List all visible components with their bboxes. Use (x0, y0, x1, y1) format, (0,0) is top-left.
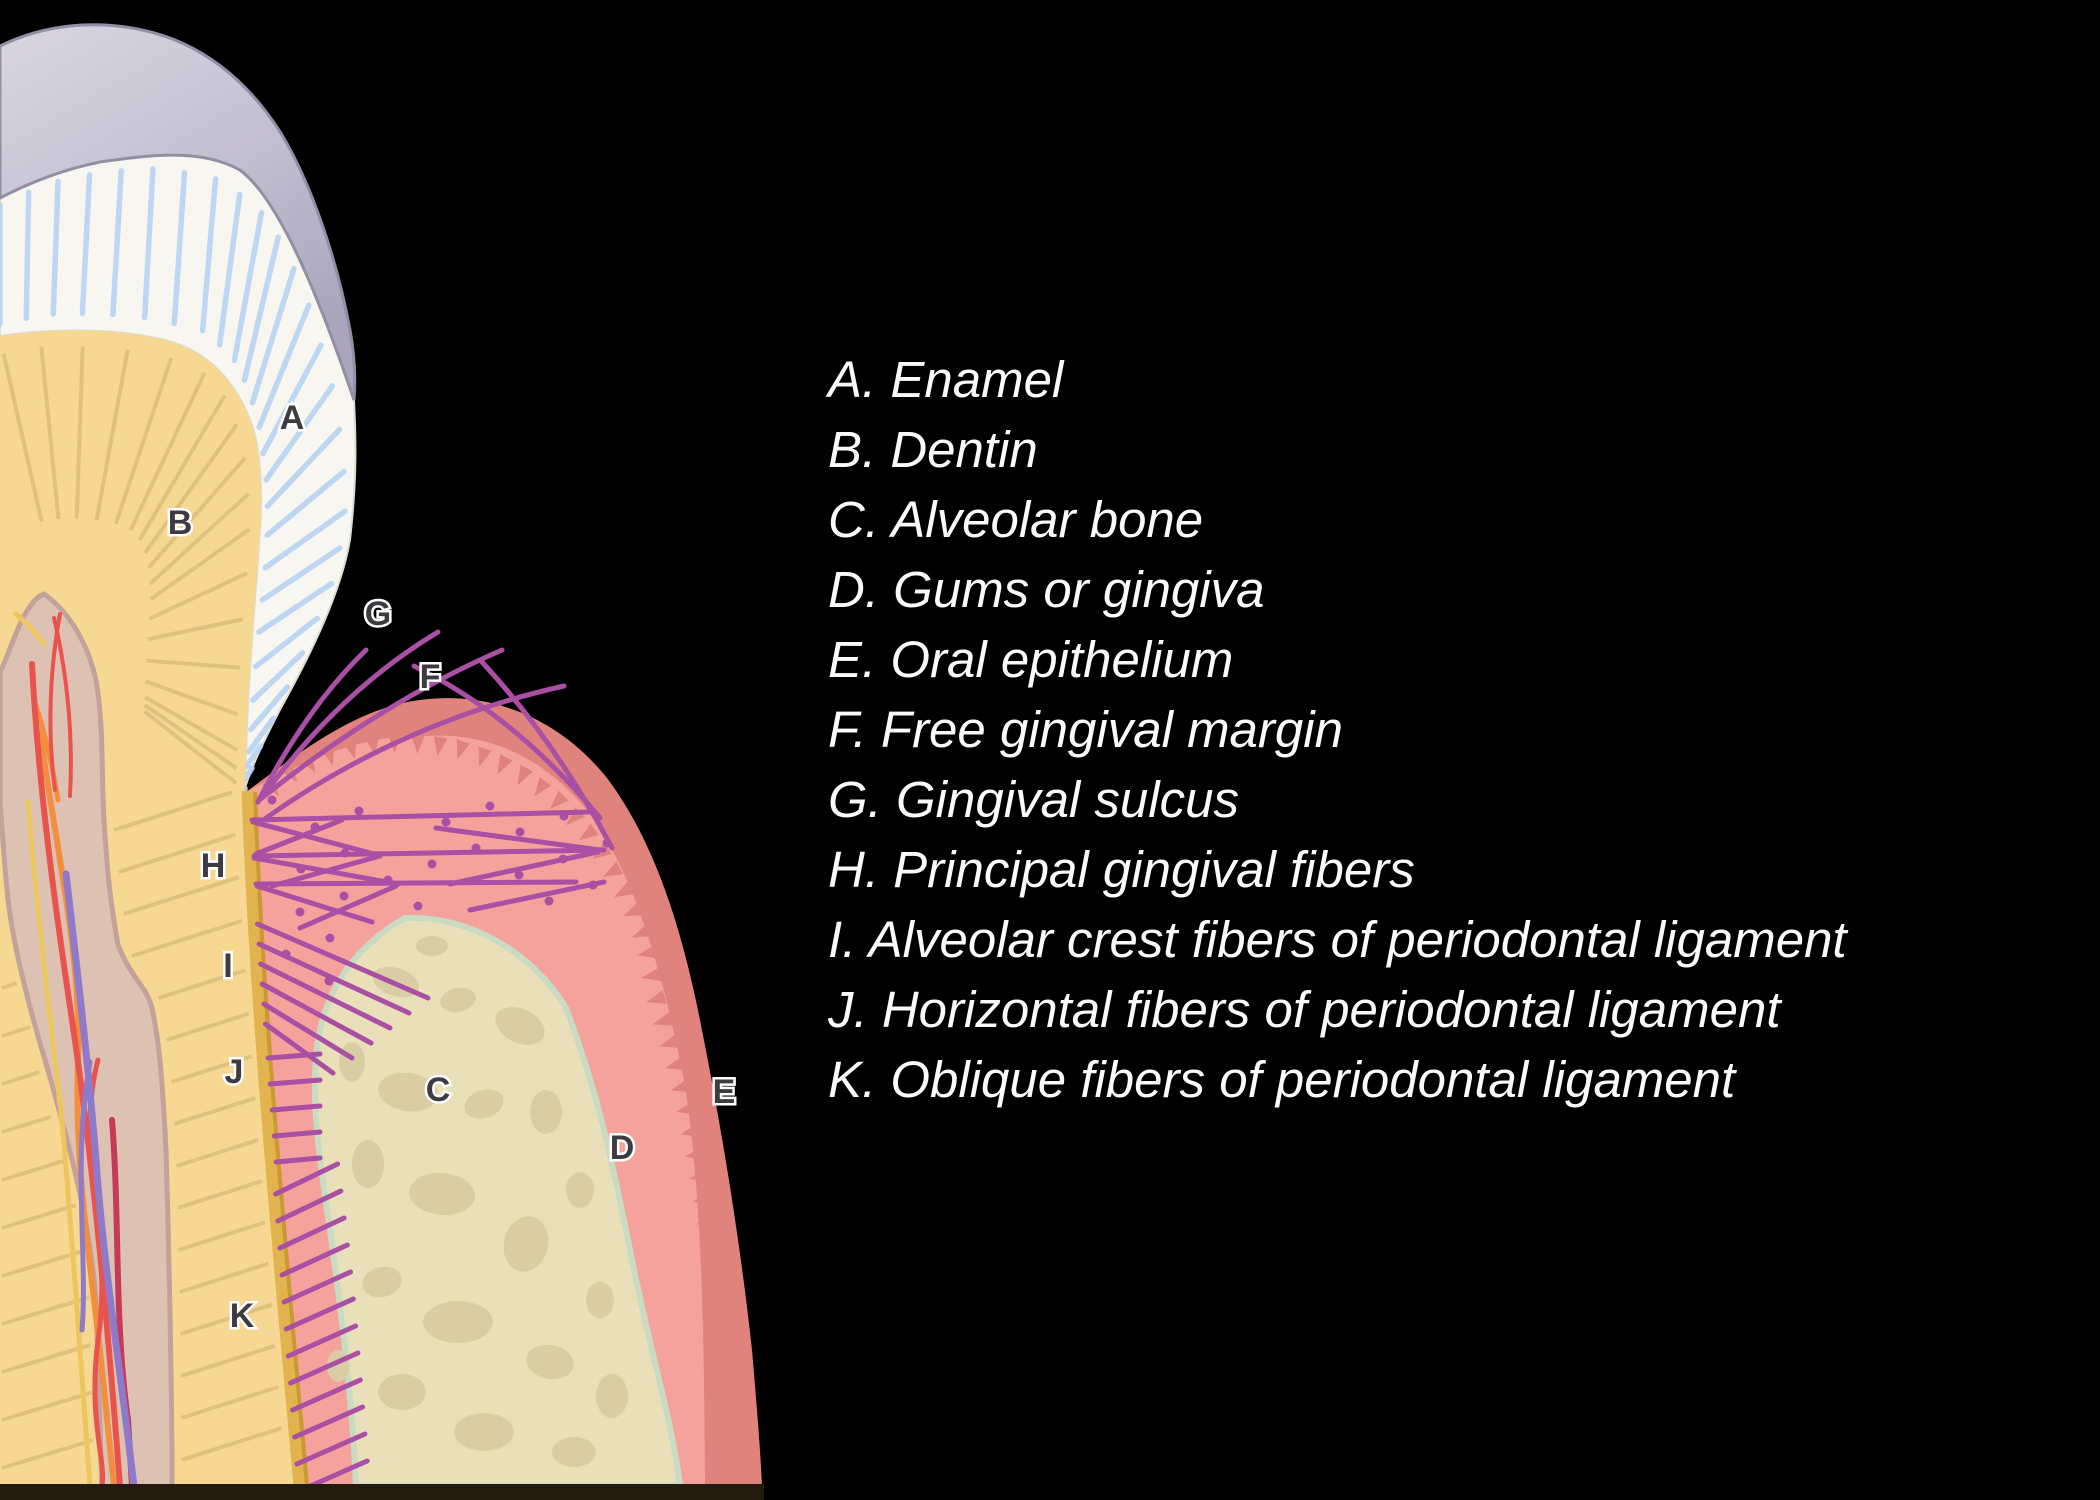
diagram-label-j: J (225, 1053, 244, 1091)
bone-marrow-spots (327, 936, 628, 1467)
enamel-stripes (0, 166, 348, 793)
vessel-red-main (29, 661, 123, 1489)
diagram-label-e: E (713, 1073, 736, 1111)
tooth-crown-surface (0, 23, 357, 401)
legend-item: C. Alveolar bone (828, 491, 1204, 548)
vessel-purple-branch (78, 1059, 93, 1333)
periodontal-fiber-lines (255, 921, 431, 1494)
diagram-label-f: F (420, 658, 441, 696)
vessel-purple-main (62, 870, 138, 1490)
diagram-label-h: H (201, 847, 226, 885)
dentin-tubule-lines (1, 346, 283, 1470)
fiber-dots (267, 795, 612, 986)
legend-item: H. Principal gingival fibers (828, 841, 1415, 898)
diagram-label-g: G (365, 595, 391, 633)
diagram-label-d: D (610, 1129, 635, 1167)
diagram-bottom-border (0, 1484, 764, 1500)
alveolar-bone-region (311, 914, 684, 1489)
diagram-label-c: C (426, 1071, 451, 1109)
diagram-label-a: A (280, 399, 305, 437)
diagram-label-b: B (168, 504, 193, 542)
pulp-canal (0, 591, 175, 1492)
vessel-yellow (25, 799, 93, 1489)
blood-vessels (13, 611, 138, 1490)
vessel-yellow-horn (13, 611, 47, 647)
vessel-red-horn-b (48, 612, 62, 792)
legend-item: J. Horizontal fibers of periodontal liga… (828, 981, 1781, 1038)
legend-item: I. Alveolar crest fibers of periodontal … (828, 911, 1847, 968)
diagram-label-i: I (223, 947, 232, 985)
alveolar-bone-shape (311, 914, 684, 1489)
gingival-fiber-lines (249, 629, 615, 931)
legend-item: A. Enamel (828, 351, 1064, 408)
legend-item: B. Dentin (828, 421, 1038, 478)
legend-item: F. Free gingival margin (828, 701, 1343, 758)
legend-item: G. Gingival sulcus (828, 771, 1239, 828)
legend-item: E. Oral epithelium (828, 631, 1234, 688)
dentin-region (0, 330, 297, 1486)
legend-list: A. Enamel B. Dentin C. Alveolar bone D. … (828, 345, 2078, 1115)
diagram-labels: A B C D E F G H I J K (165, 397, 738, 1338)
diagram-label-k: K (230, 1297, 255, 1335)
legend-item: D. Gums or gingiva (828, 561, 1265, 618)
legend-item: K. Oblique fibers of periodontal ligamen… (828, 1051, 1736, 1108)
